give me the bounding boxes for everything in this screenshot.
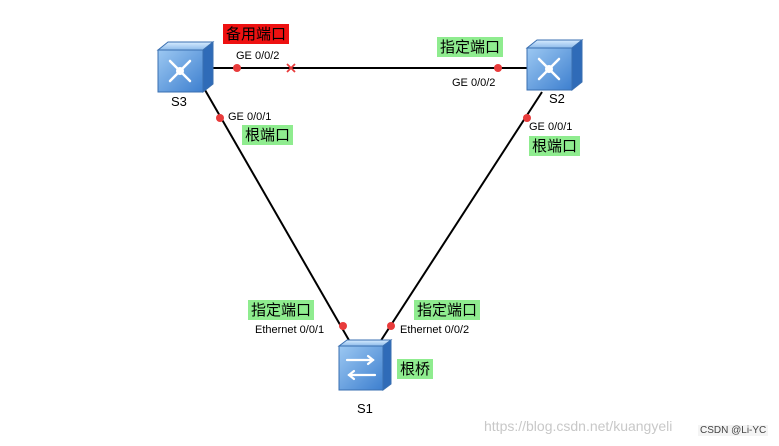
watermark-url: https://blog.csdn.net/kuangyeli (484, 418, 673, 434)
switch-s2-icon[interactable] (525, 38, 584, 92)
port-dot-s1-eth001[interactable] (339, 322, 347, 330)
link-s3-s1 (204, 89, 351, 343)
device-name-s2: S2 (549, 91, 565, 106)
link-s2-s1 (379, 91, 543, 343)
port-dot-s1-eth002[interactable] (387, 322, 395, 330)
role-designated-port-s2: 指定端口 (437, 37, 504, 57)
switch-s3-icon[interactable] (156, 40, 215, 94)
port-dot-s2-ge002[interactable] (494, 64, 502, 72)
port-label-s3-ge002: GE 0/0/2 (236, 50, 280, 62)
role-designated-port-s1-left: 指定端口 (248, 300, 315, 320)
port-label-s2-ge001: GE 0/0/1 (529, 121, 573, 133)
blocked-port-x-icon (286, 63, 296, 73)
port-label-s3-ge001: GE 0/0/1 (228, 111, 272, 123)
role-root-bridge: 根桥 (397, 359, 434, 379)
role-root-port-s3: 根端口 (242, 125, 294, 145)
watermark-author: CSDN @Li-YC (698, 425, 769, 436)
port-dot-s3-ge001[interactable] (216, 114, 224, 122)
device-name-s1: S1 (357, 401, 373, 416)
switch-s1-icon[interactable] (337, 339, 393, 391)
port-dot-s3-ge002[interactable] (233, 64, 241, 72)
role-root-port-s2: 根端口 (529, 136, 581, 156)
role-alternate-port-s3: 备用端口 (223, 24, 290, 44)
port-label-s2-ge002: GE 0/0/2 (452, 77, 496, 89)
role-designated-port-s1-right: 指定端口 (414, 300, 481, 320)
port-label-s1-eth001: Ethernet 0/0/1 (255, 324, 325, 336)
port-label-s1-eth002: Ethernet 0/0/2 (400, 324, 470, 336)
port-dot-s2-ge001[interactable] (523, 114, 531, 122)
device-name-s3: S3 (171, 94, 187, 109)
